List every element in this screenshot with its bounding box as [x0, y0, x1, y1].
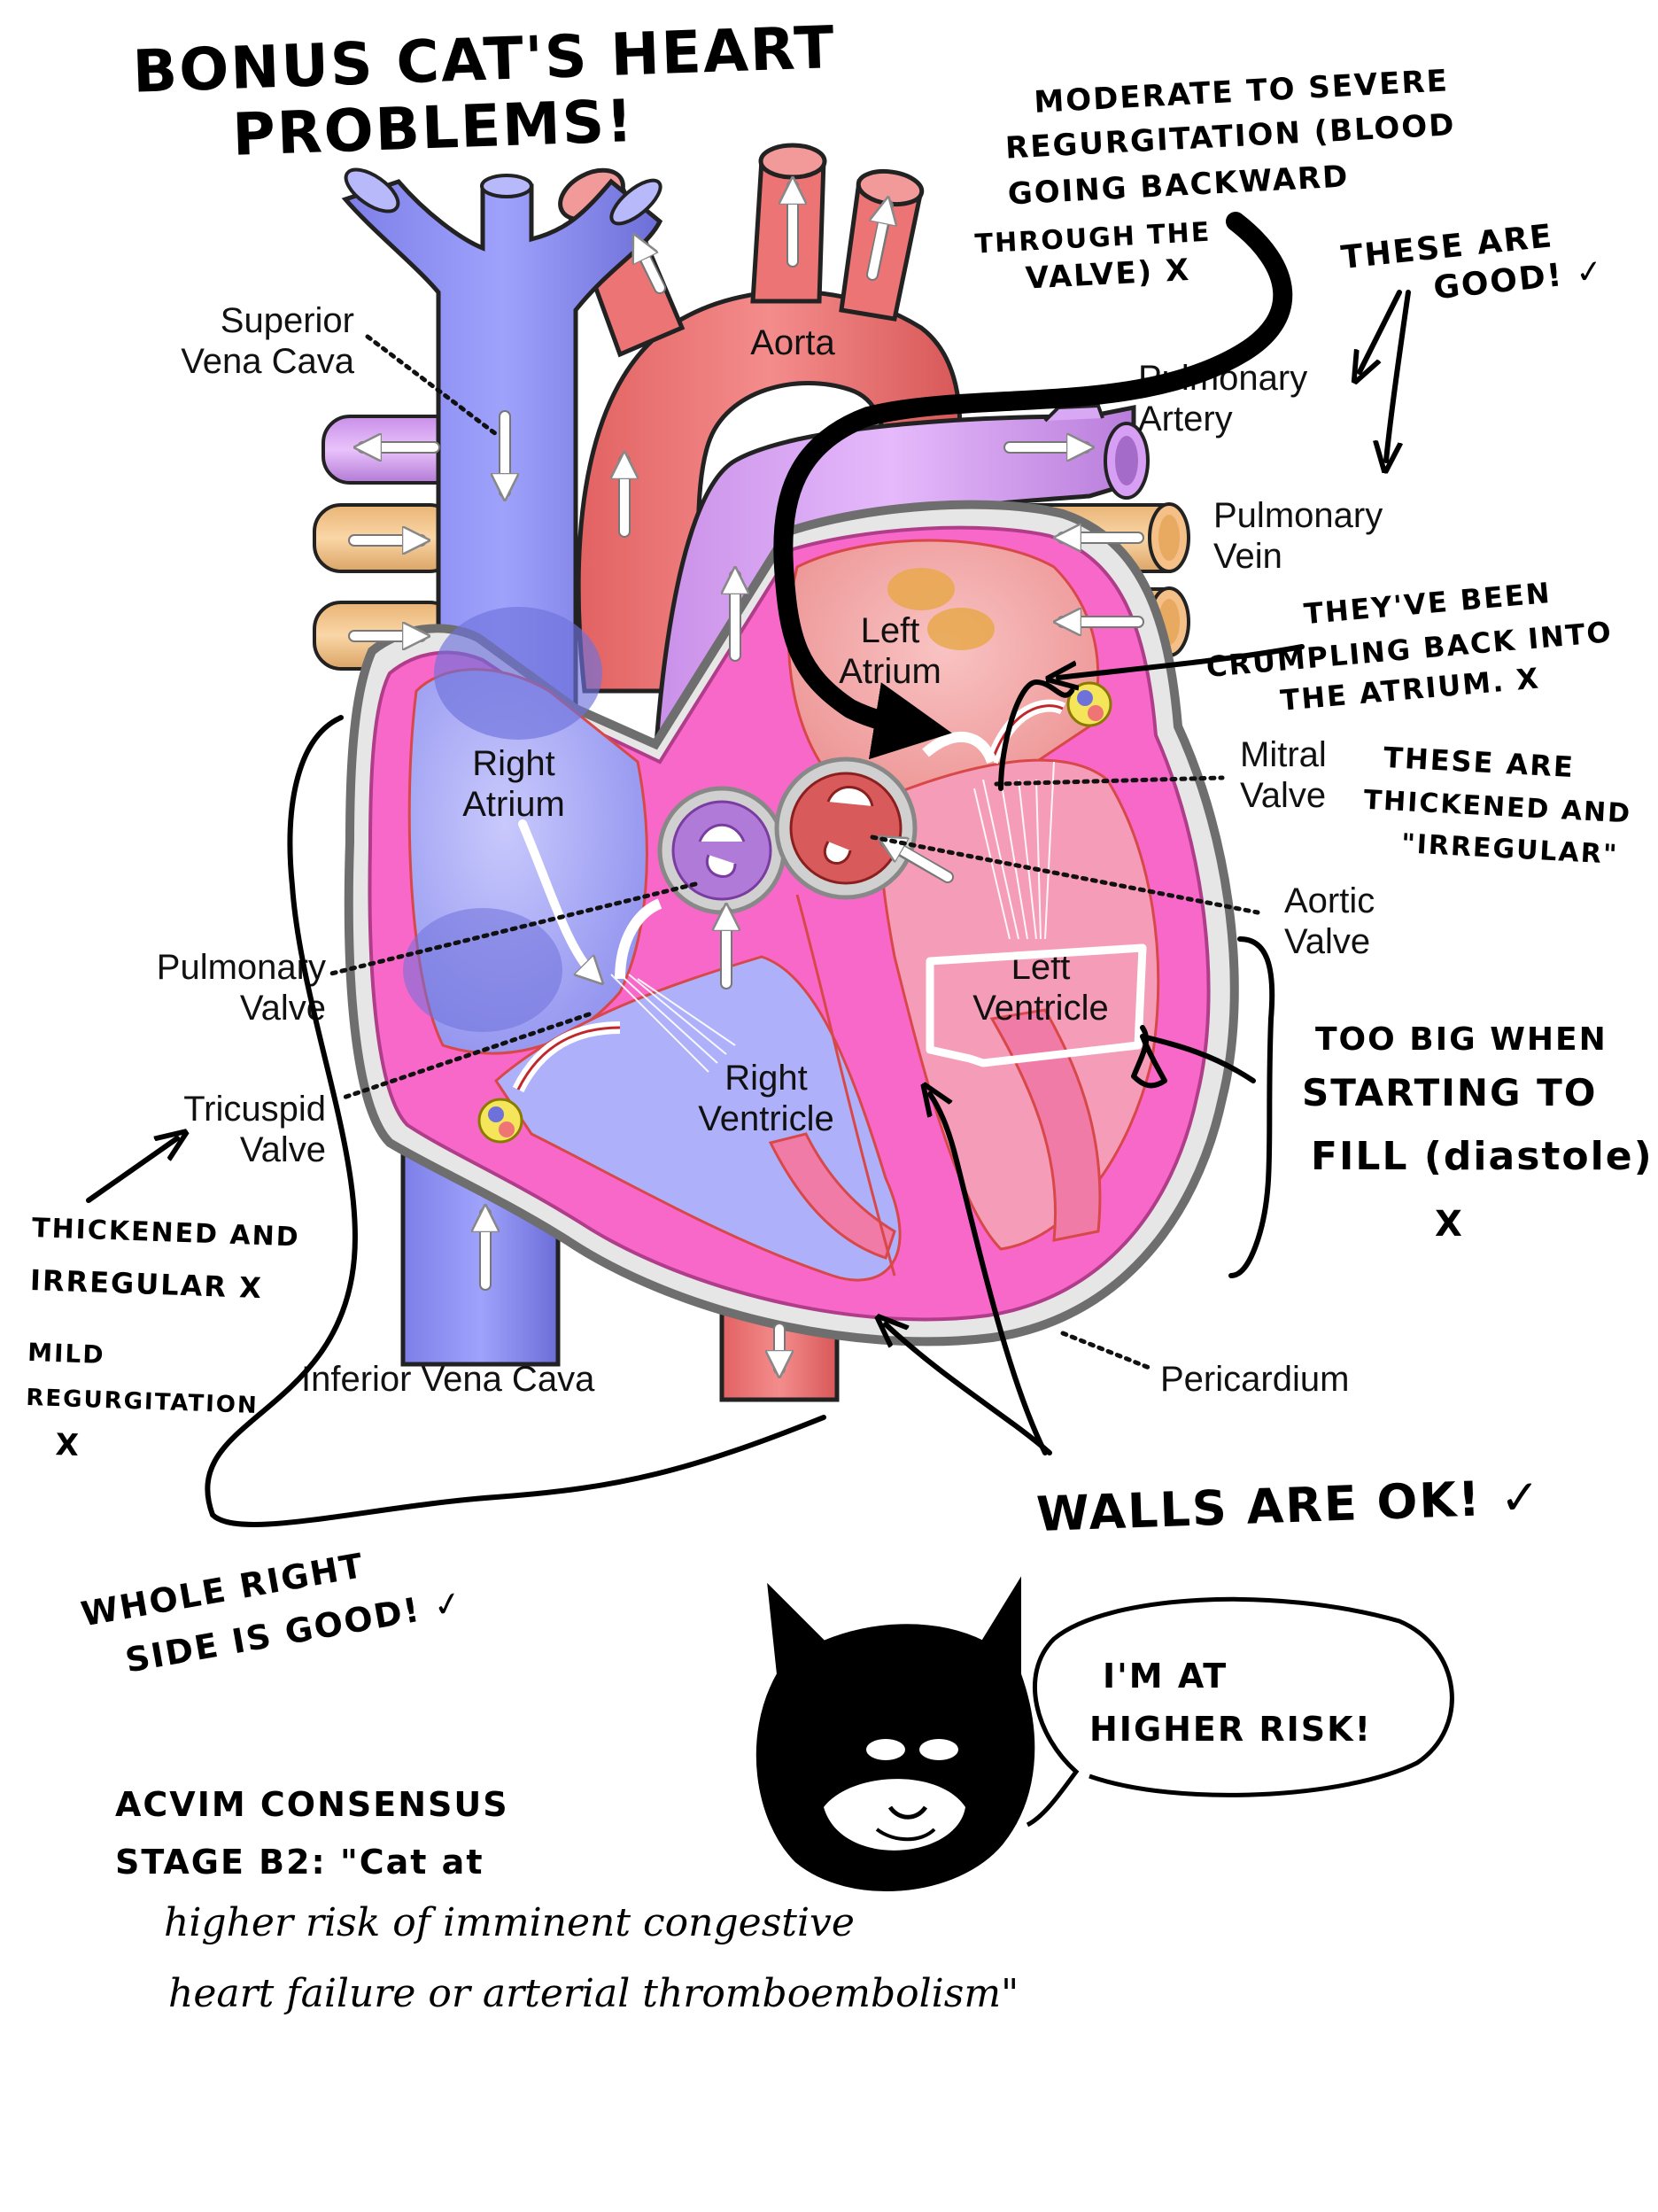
- tricuspid-note-arrow: [86, 1138, 177, 1203]
- svg-text:TOO BIG WHEN: TOO BIG WHEN: [1315, 1021, 1608, 1058]
- label-leaders: [325, 334, 1260, 1371]
- svg-text:THICKENED AND: THICKENED AND: [1363, 785, 1632, 830]
- svg-text:THESE ARE: THESE ARE: [1383, 741, 1575, 784]
- cat-drawing: [755, 1576, 1035, 1891]
- svg-text:VALVE) X: VALVE) X: [1025, 252, 1191, 297]
- svg-text:IRREGULAR X: IRREGULAR X: [29, 1263, 263, 1305]
- label-aorta: Aorta: [750, 323, 835, 362]
- cat-speech-bubble: I'M AT HIGHER RISK!: [1026, 1596, 1454, 1828]
- crumpling-arrow: [1058, 644, 1305, 678]
- svg-text:ACVIM CONSENSUS: ACVIM CONSENSUS: [115, 1785, 509, 1824]
- right-side-bracket: [205, 715, 826, 1527]
- svg-text:GOING BACKWARD: GOING BACKWARD: [1007, 159, 1350, 212]
- crumpled-leaflet-squiggle: [998, 679, 1074, 791]
- label-pericardium: Pericardium: [1160, 1360, 1349, 1399]
- title: BONUS CAT'S HEART PROBLEMS!: [132, 13, 837, 169]
- walls-arrow-2: [930, 1094, 1048, 1455]
- note-crumpling: THEY'VE BEEN CRUMPLING BACK INTO THE ATR…: [1205, 576, 1614, 718]
- svg-text:STARTING TO: STARTING TO: [1302, 1071, 1597, 1114]
- svg-text:REGURGITATION: REGURGITATION: [26, 1385, 259, 1419]
- regurgitation-arrow: [773, 212, 1293, 760]
- note-right-side-good: WHOLE RIGHT SIDE IS GOOD! ✓: [78, 1546, 466, 1680]
- svg-text:FILL (diastole): FILL (diastole): [1311, 1134, 1654, 1179]
- svg-text:STAGE B2: "Cat at: STAGE B2: "Cat at: [115, 1843, 484, 1882]
- lv-bracket: [1228, 936, 1275, 1278]
- svg-text:I'M AT: I'M AT: [1103, 1657, 1228, 1696]
- note-these-are-good: THESE ARE GOOD! ✓: [1339, 218, 1606, 307]
- walls-arrow-1: [886, 1324, 1052, 1455]
- blood-flow-arrows: [348, 186, 1144, 1369]
- svg-text:higher risk of imminent conges: higher risk of imminent congestive: [164, 1900, 855, 1945]
- svg-text:HIGHER RISK!: HIGHER RISK!: [1089, 1710, 1372, 1749]
- svg-text:heart failure or arterial thro: heart failure or arterial thromboembolis…: [168, 1971, 1019, 2016]
- svg-text:THICKENED AND: THICKENED AND: [31, 1213, 300, 1253]
- these-are-good-arrow-2: [1386, 290, 1411, 461]
- svg-text:"IRREGULAR": "IRREGULAR": [1400, 828, 1619, 871]
- svg-text:X: X: [55, 1427, 81, 1463]
- note-walls-ok: WALLS ARE OK! ✓: [1035, 1469, 1543, 1542]
- aortic-valve: [774, 757, 918, 900]
- label-inferior-vena-cava: Inferior Vena Cava: [301, 1360, 595, 1399]
- these-are-good-arrow-1: [1360, 290, 1402, 372]
- title-line-2: PROBLEMS!: [231, 87, 635, 169]
- note-too-big: TOO BIG WHEN STARTING TO FILL (diastole)…: [1302, 1021, 1654, 1245]
- too-big-arrow: [1131, 1025, 1256, 1089]
- pulmonary-valve: [657, 786, 786, 915]
- svg-text:X: X: [1435, 1204, 1464, 1245]
- svg-text:MILD: MILD: [27, 1338, 105, 1370]
- left-ventricle-outline: [926, 943, 1147, 1067]
- note-tricuspid: THICKENED AND IRREGULAR X MILD REGURGITA…: [26, 1213, 300, 1463]
- note-acvim: ACVIM CONSENSUS STAGE B2: "Cat at higher…: [115, 1785, 1019, 2016]
- note-thickened-mitral: THESE ARE THICKENED AND "IRREGULAR": [1363, 741, 1632, 871]
